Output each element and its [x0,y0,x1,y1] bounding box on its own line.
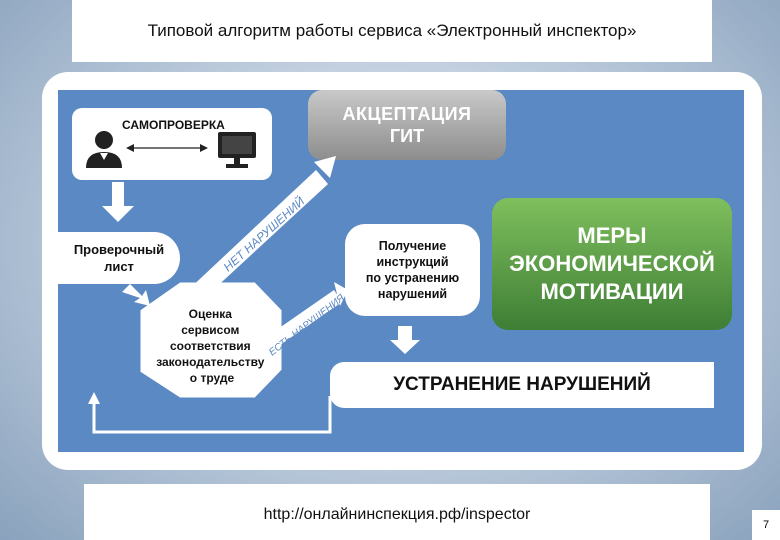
instructions-line1: Получение [378,239,447,253]
evaluation-line1: Оценка [189,307,233,321]
double-arrow [126,144,208,152]
evaluation-line3: соответствия [170,339,251,353]
slide-title: Типовой алгоритм работы сервиса «Электро… [147,21,637,40]
url-bar: http://онлайнинспекция.рф/inspector [84,484,710,540]
instructions-line4: нарушений [377,287,448,301]
elimination-box: УСТРАНЕНИЕ НАРУШЕНИЙ [330,362,714,408]
instructions-line3: по устранению [365,271,460,285]
checklist-line2: лист [104,259,134,274]
no-violations-label: НЕТ НАРУШЕНИЙ [219,192,307,274]
measures-line2: ЭКОНОМИЧЕСКОЙ [509,251,715,276]
arrow-to-measures [536,116,652,178]
svg-text:Оценка сервисом соотве: Оценка сервисом соответствия законодател… [156,307,268,385]
instructions-line2: инструкций [376,255,449,269]
instructions-box: Получение инструкций по устранению наруш… [345,224,480,316]
feedback-arrowhead [88,392,100,404]
measures-line1: МЕРЫ [577,223,647,248]
computer-icon [218,132,256,168]
no-violations-arrow [186,156,336,304]
evaluation-line2: сервисом [181,323,239,337]
measures-line3: МОТИВАЦИИ [540,279,684,304]
title-bar: Типовой алгоритм работы сервиса «Электро… [72,0,712,62]
measures-box: МЕРЫ ЭКОНОМИЧЕСКОЙ МОТИВАЦИИ [492,198,732,330]
elimination-label: УСТРАНЕНИЕ НАРУШЕНИЙ [393,374,651,395]
has-violations-arrow [262,282,348,352]
person-icon [86,131,122,168]
evaluation-line5: о труде [190,371,235,385]
self-check-label: САМОПРОВЕРКА [122,118,225,132]
feedback-loop [92,396,332,434]
arrow-to-checklist [102,182,134,222]
checklist-box: Проверочный лист [58,232,180,284]
evaluation-box [139,281,283,399]
acceptance-line1: АКЦЕПТАЦИЯ [342,104,472,124]
arrow-to-evaluation [122,284,150,306]
arrow-to-elimination [390,326,420,354]
acceptance-line2: ГИТ [389,126,425,146]
acceptance-box: АКЦЕПТАЦИЯ ГИТ [308,90,506,160]
page-number: 7 [752,510,780,540]
evaluation-line4: законодательству [156,355,265,369]
url-link[interactable]: http://онлайнинспекция.рф/inspector [263,506,531,523]
checklist-line1: Проверочный [73,242,165,257]
